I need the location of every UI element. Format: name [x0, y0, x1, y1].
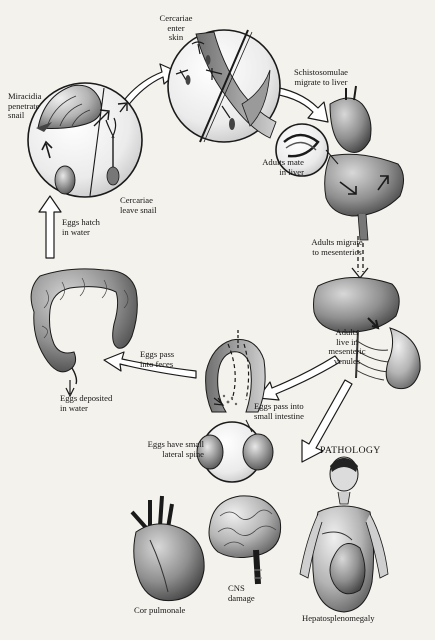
arrow-to-pathology [301, 379, 353, 463]
label-cns-damage: CNS damage [228, 583, 255, 603]
label-cor-pulmonale: Cor pulmonale [134, 605, 186, 615]
arrow-intestine-to-water [103, 351, 197, 379]
cycle-arrows [38, 63, 353, 463]
label-eggs-pass-feces: Eggs pass into feces [140, 349, 175, 369]
patient-illustration [299, 456, 389, 613]
intestine-egg-illustration [196, 330, 274, 483]
label-pathology: PATHOLOGY [320, 445, 381, 456]
label-adults-live: Adults live in mesenteric venules [328, 327, 366, 366]
liver-heart-illustration [275, 85, 404, 241]
arrow-eggs-to-snail [38, 195, 62, 259]
label-hepatosplenomegaly: Hepatosplenomegaly [302, 613, 375, 623]
label-adults-mate: Adults mate in liver [262, 157, 304, 177]
skin-circle [167, 29, 281, 143]
label-eggs-deposited: Eggs deposited in water [60, 393, 113, 413]
label-miracidia-penetrate-snail: Miracidia penetrate snail [8, 91, 42, 121]
label-eggs-pass-intestine: Eggs pass into small intestine [254, 401, 304, 421]
label-eggs-lateral-spine: Eggs have small lateral spine [147, 439, 204, 459]
mesenteric-illustration [313, 276, 421, 390]
label-eggs-hatch: Eggs hatch in water [62, 217, 100, 237]
label-cercariae-leave-snail: Cercariae leave snail [120, 195, 157, 215]
heart-illustration [130, 495, 205, 602]
colon-illustration [30, 268, 138, 398]
arrow-skin-to-liver [265, 85, 329, 123]
snail-circle [27, 82, 143, 198]
brain-illustration [208, 495, 282, 585]
label-schistosomulae-migrate: Schistosomulae migrate to liver [294, 67, 348, 87]
label-cercariae-enter-skin: Cercariae enter skin [159, 13, 193, 43]
label-adults-migrate: Adults migrate to mesenterics [311, 237, 363, 257]
